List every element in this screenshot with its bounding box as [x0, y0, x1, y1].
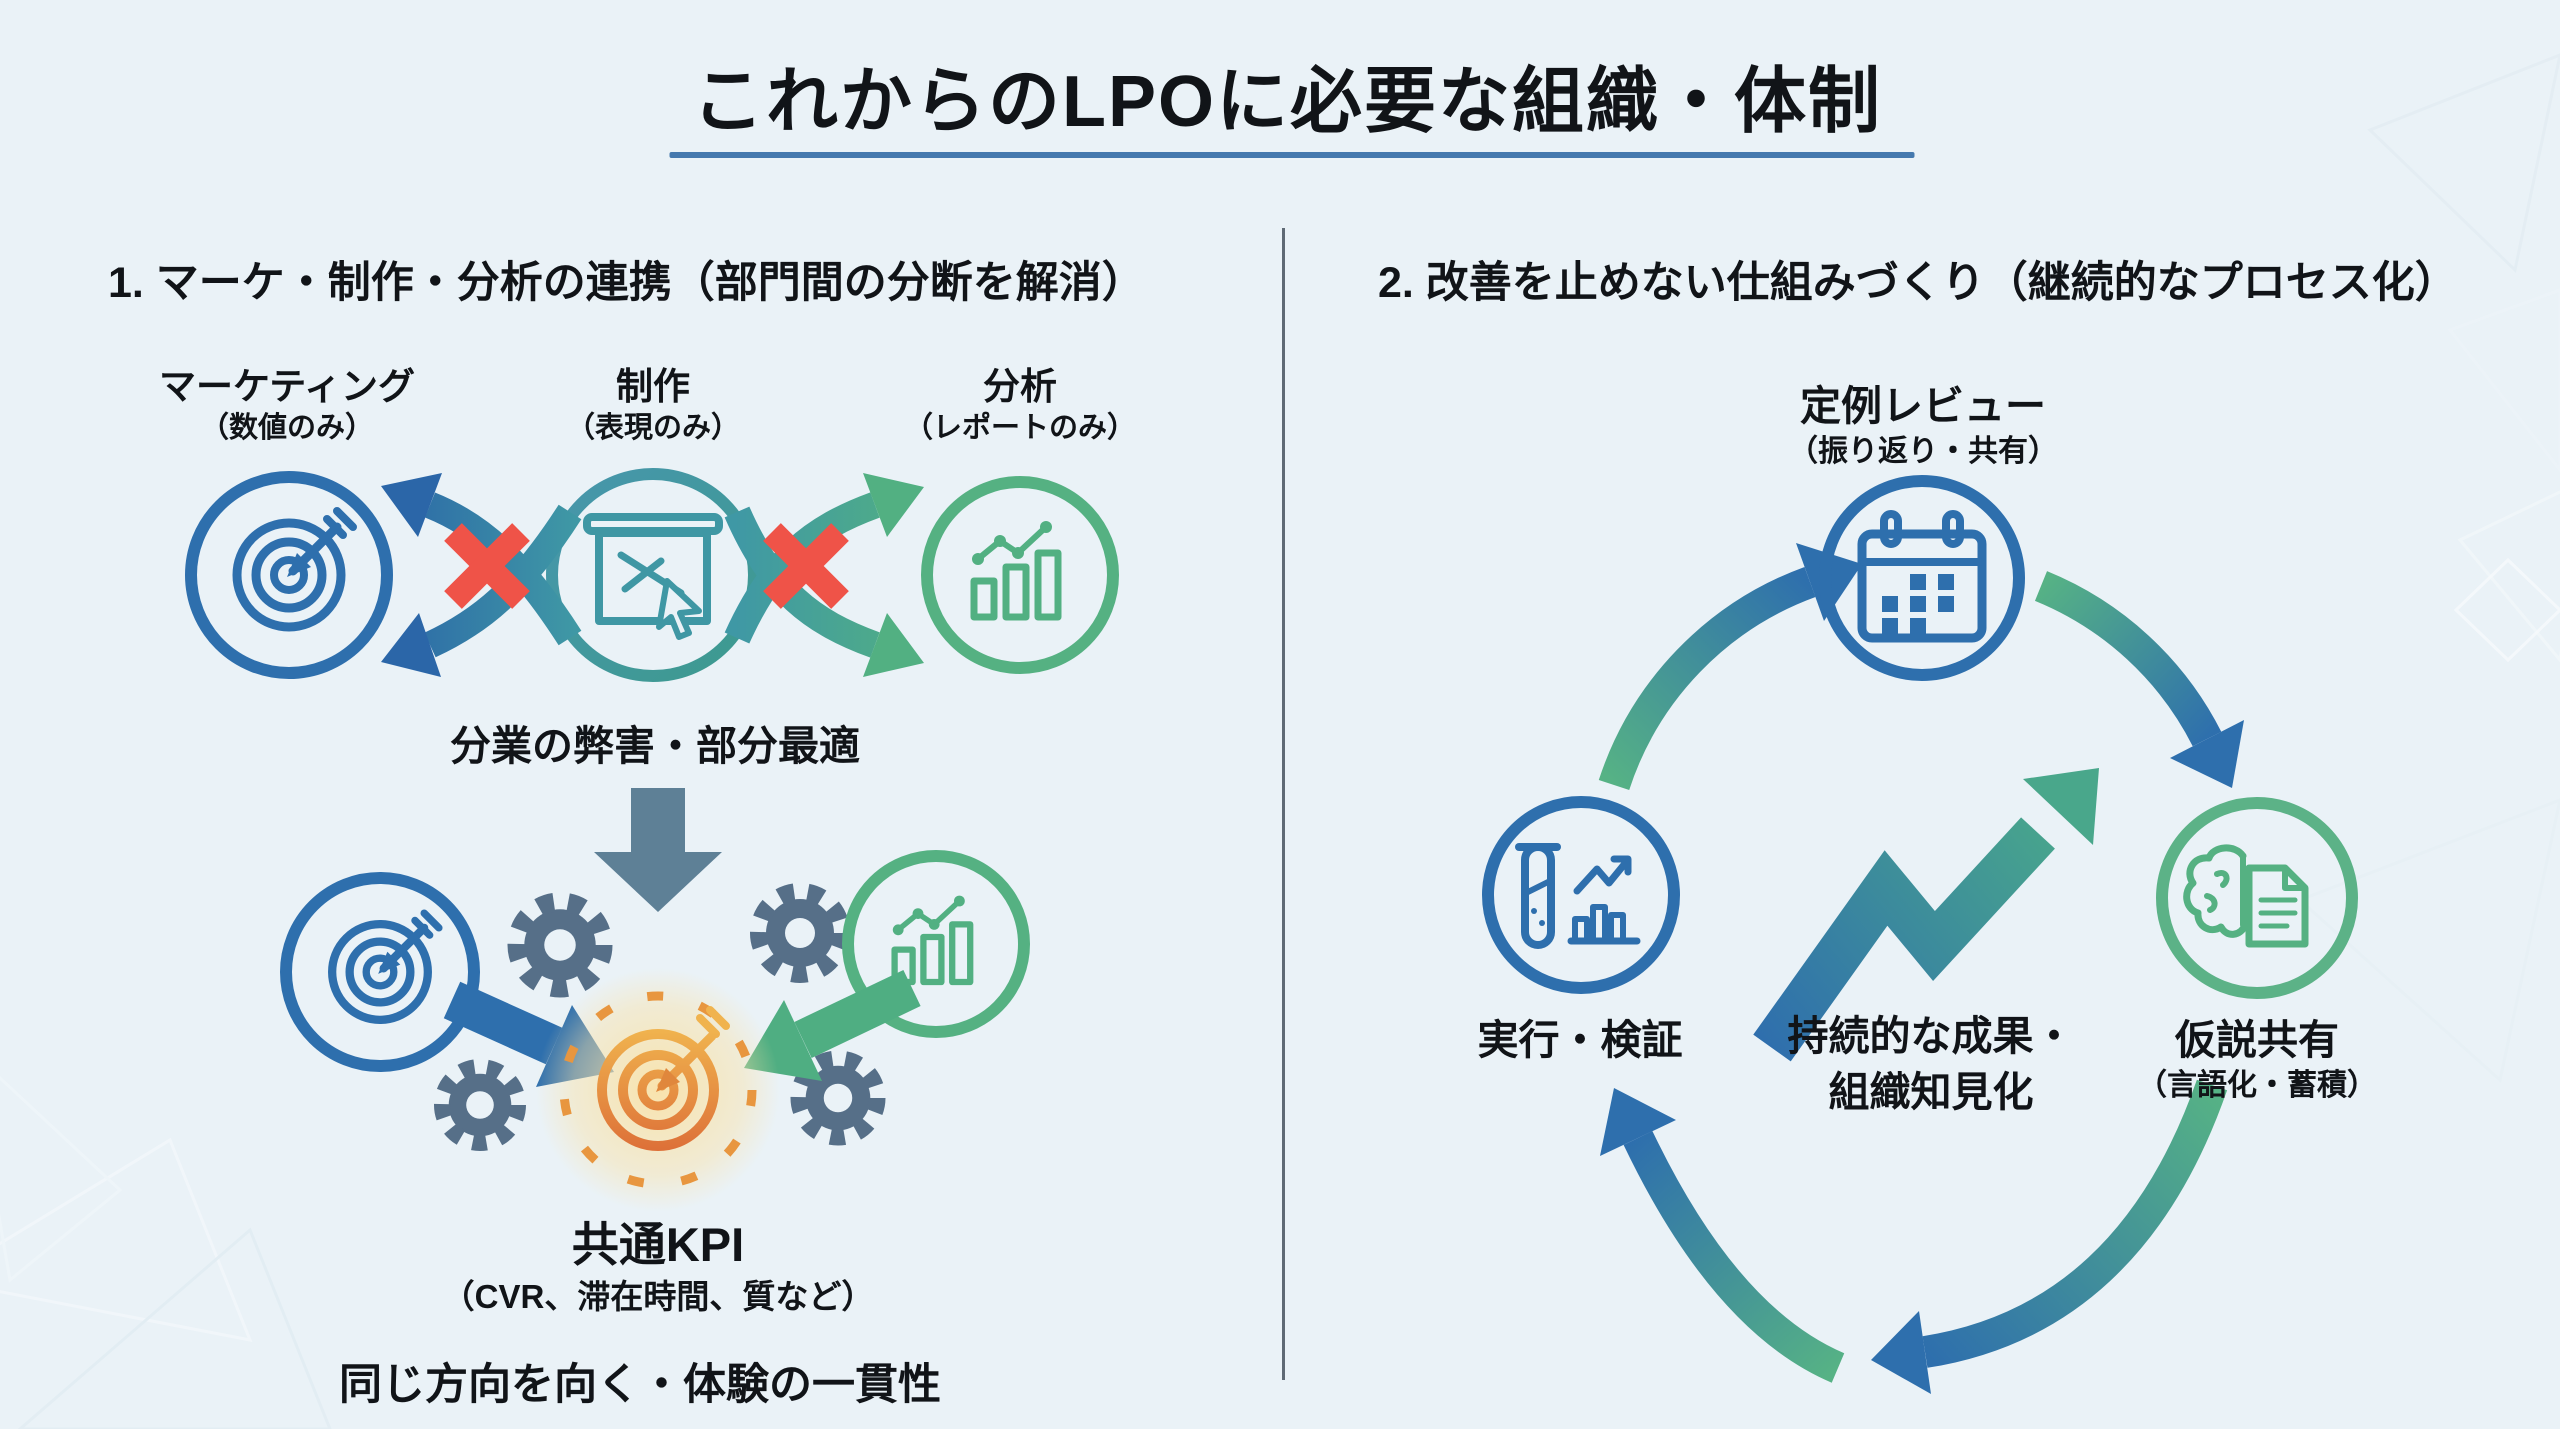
production-label: 制作 [616, 366, 690, 407]
shared-kpi-label: 共通KPI [571, 1218, 745, 1271]
bar-line-chart-icon [972, 521, 1058, 617]
production-circle [546, 468, 760, 682]
hypothesis-label: 仮説共有 [2175, 1017, 2339, 1063]
calendar-icon [1862, 514, 1982, 638]
target-icon [237, 511, 353, 627]
execute-circle [1482, 796, 1680, 994]
production-sub: （表現のみ） [565, 412, 741, 444]
cycle-center-line1: 持続的な成果・ [1787, 1013, 2075, 1059]
hypothesis-sub: （言語化・蓄積） [2137, 1069, 2377, 1102]
analysis-circle [921, 476, 1119, 674]
gear-icon [517, 902, 603, 988]
marketing-circle [185, 471, 393, 679]
cycle-center-line2: 組織知見化 [1828, 1069, 2034, 1115]
gear-icon [759, 892, 841, 974]
review-label: 定例レビュー [1800, 383, 2046, 429]
target-icon [332, 913, 439, 1020]
left-section-heading: 1. マーケ・制作・分析の連携（部門間の分断を解消） [108, 259, 1145, 307]
review-sub: （振り返り・共有） [1788, 435, 2058, 468]
growth-zigzag-arrow [1753, 768, 2099, 1062]
section-divider [1282, 228, 1285, 1380]
hypothesis-circle [2156, 797, 2358, 999]
execute-label: 実行・検証 [1477, 1017, 1683, 1063]
cycle-diagram [1482, 475, 2358, 1394]
problem-label: 分業の弊害・部分最適 [450, 723, 860, 769]
analysis-label: 分析 [983, 366, 1057, 407]
down-arrow [594, 788, 722, 912]
page-title: これからのLPOに必要な組織・体制 [691, 62, 1883, 142]
cycle-arc-top-right [2034, 571, 2244, 788]
shared-kpi-sub: （CVR、滞在時間、質など） [441, 1278, 875, 1315]
marketing-sub: （数値のみ） [199, 412, 375, 444]
left-bottom-cluster [280, 850, 1030, 1212]
cycle-arc-bottom-left [1600, 1088, 1845, 1383]
outcome-label: 同じ方向を向く・体験の一貫性 [339, 1361, 941, 1409]
analysis-circle-small [842, 850, 1030, 1038]
shared-kpi-target [536, 968, 780, 1212]
dart-tip-icon [656, 1068, 680, 1092]
marketing-circle-small [280, 872, 480, 1072]
marketing-label: マーケティング [158, 366, 416, 407]
x-mark-icon [763, 523, 849, 609]
sunburst-rays-icon [559, 991, 757, 1189]
left-top-row [185, 468, 1119, 682]
cycle-arc-bottom-right [1871, 1079, 2228, 1394]
whiteboard-cursor-icon [587, 517, 719, 637]
review-circle [1819, 475, 2025, 681]
right-section-heading: 2. 改善を止めない仕組みづくり（継続的なプロセス化） [1378, 259, 2458, 307]
gear-icon [442, 1067, 517, 1142]
brain-document-icon [2187, 848, 2305, 944]
x-mark-icon [444, 523, 530, 609]
title-underline [669, 152, 1915, 158]
testtube-chart-icon [1519, 847, 1637, 945]
bar-line-chart-icon [893, 896, 970, 982]
analysis-sub: （レポートのみ） [903, 412, 1137, 444]
